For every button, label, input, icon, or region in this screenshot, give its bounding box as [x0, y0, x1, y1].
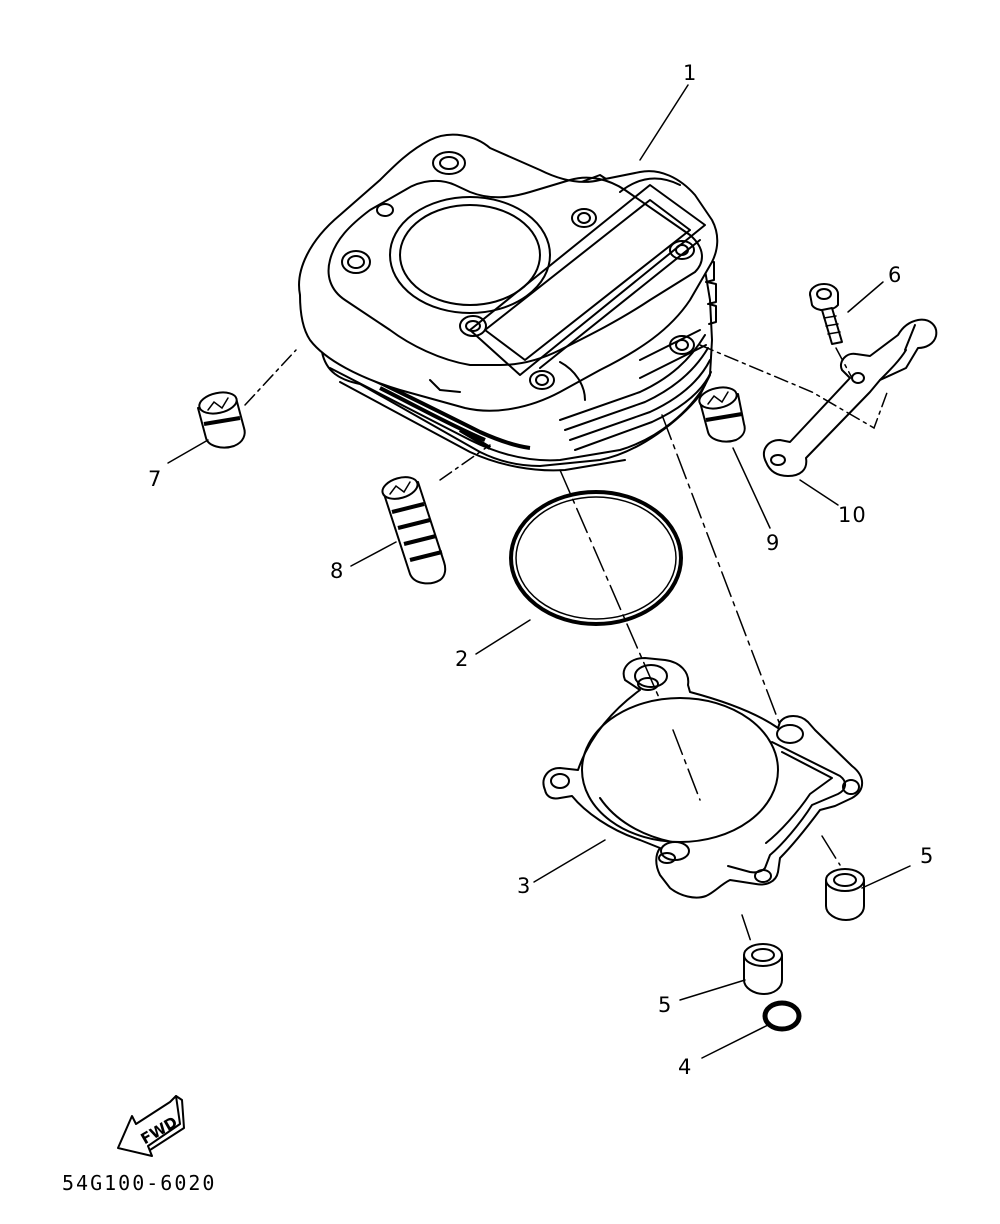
dowel-pin-left	[743, 943, 783, 995]
dowel-pin-right	[825, 868, 865, 921]
callout-3: 3	[517, 874, 531, 898]
callout-1: 1	[683, 61, 697, 85]
cylinder-block	[298, 133, 719, 472]
callout-2: 2	[455, 647, 469, 671]
callout-5-left: 5	[658, 993, 672, 1017]
callout-10: 10	[838, 503, 867, 527]
bolt	[809, 283, 843, 345]
reference-code: 54G100-6020	[62, 1171, 216, 1195]
dowel-long	[381, 476, 447, 585]
leader-lines	[167, 84, 911, 1059]
callout-8: 8	[330, 559, 344, 583]
callout-9: 9	[766, 531, 780, 555]
callout-6: 6	[888, 263, 902, 287]
fwd-arrow-icon: FWD	[117, 1095, 185, 1157]
dowel-small	[197, 391, 246, 449]
cylinder-base-gasket	[542, 657, 864, 899]
callout-7: 7	[148, 467, 162, 491]
o-ring	[509, 490, 683, 626]
callout-5-right: 5	[920, 844, 934, 868]
small-o-ring	[762, 1000, 802, 1032]
dowel-pin-9	[698, 386, 746, 443]
bracket-plate	[762, 318, 938, 477]
callout-4: 4	[678, 1055, 692, 1079]
